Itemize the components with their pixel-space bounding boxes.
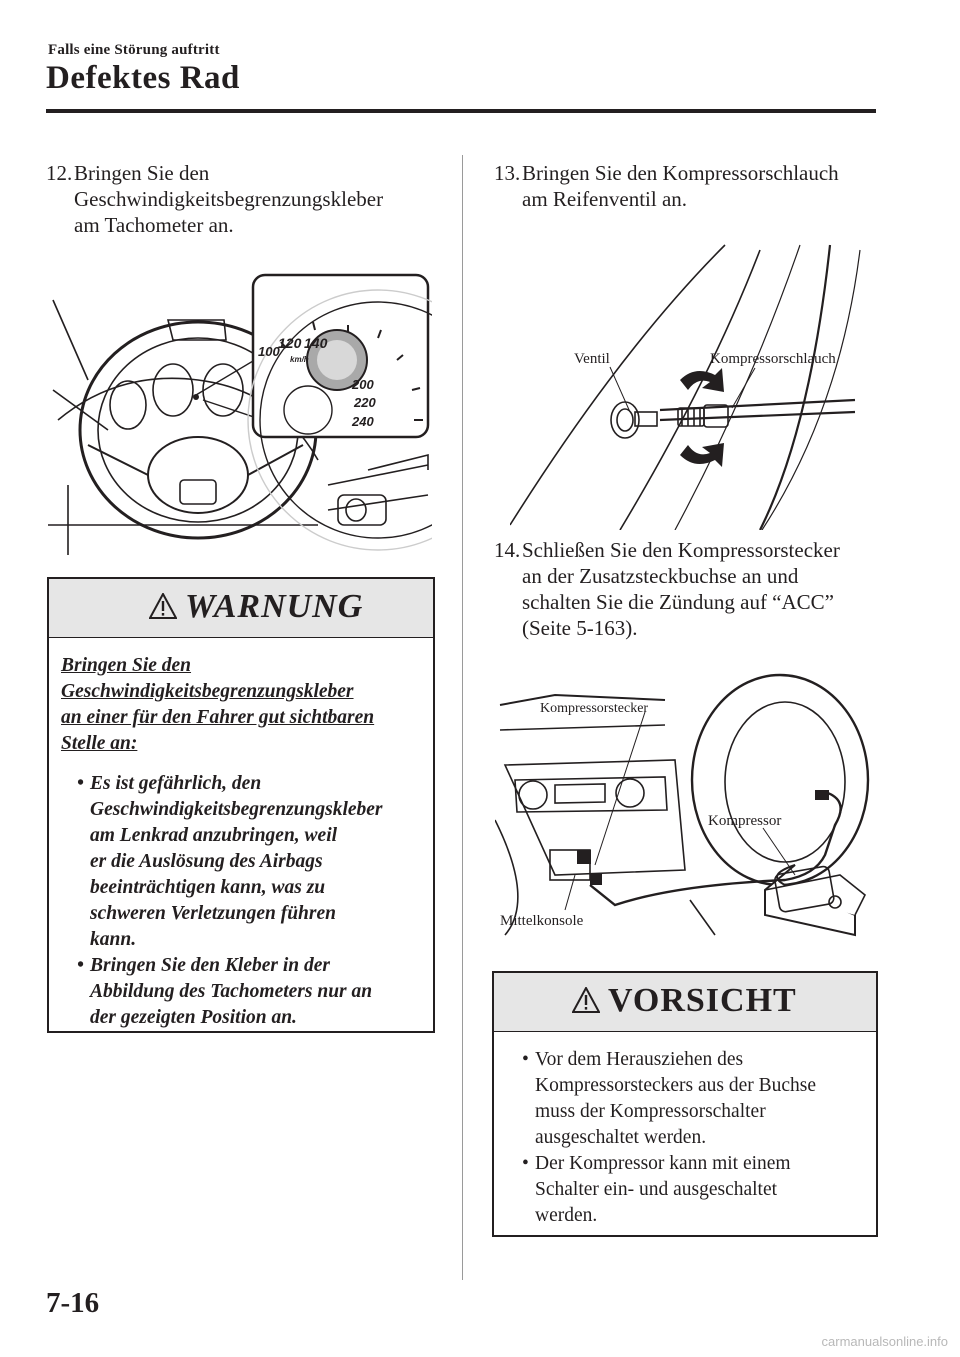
speedometer-illustration: 100 120 140 200 220 240 km/h: [48, 273, 432, 555]
step-line: (Seite 5-163).: [522, 616, 638, 640]
rotate-arrow-icon: [680, 368, 724, 467]
caution-box: VORSICHT • Vor dem Herausziehen des Komp…: [492, 971, 878, 1237]
warning-intro-line: Stelle an:: [61, 733, 138, 754]
step-line: schalten Sie die Zündung auf “ACC”: [522, 590, 835, 614]
tick-label: 100: [258, 344, 280, 359]
tick-label: 200: [351, 377, 374, 392]
section-label: Falls eine Störung auftritt: [48, 42, 220, 58]
bullet-glyph: •: [522, 1049, 529, 1070]
column-divider: [462, 155, 463, 1280]
caution-bullet-line: Der Kompressor kann mit einem: [535, 1153, 791, 1174]
warning-header: WARNUNG: [49, 579, 433, 638]
warning-title: WARNUNG: [185, 588, 364, 625]
warning-intro-line: Geschwindigkeitsbegrenzungskleber: [61, 681, 354, 702]
warning-bullet-line: am Lenkrad anzubringen, weil: [90, 825, 338, 846]
warning-bullet-line: kann.: [90, 929, 137, 950]
warning-intro-line: Bringen Sie den: [61, 655, 192, 676]
step-line: an der Zusatzsteckbuchse an und: [522, 564, 799, 588]
warning-box: WARNUNG Bringen Sie den Geschwindigkeits…: [47, 577, 435, 1033]
tick-label: 140: [304, 335, 328, 351]
step-14: 14. Schließen Sie den Kompressorstecker …: [494, 537, 914, 645]
warning-bullet-line: Bringen Sie den Kleber in der: [90, 955, 330, 976]
speed-unit: km/h: [290, 355, 309, 364]
watermark: carmanualsonline.info: [821, 1334, 948, 1349]
warning-intro: Bringen Sie den Geschwindigkeitsbegrenzu…: [61, 653, 374, 757]
compressor-illustration: Kompressorstecker Kompressor Mittelkonso…: [495, 673, 870, 937]
warning-bullet-line: Geschwindigkeitsbegrenzungskleber: [90, 799, 383, 820]
header-rule: [46, 109, 876, 113]
warning-bullet-line: Abbildung des Tachometers nur an: [90, 981, 373, 1002]
tick-label: 120: [278, 335, 302, 351]
warning-bullet-line: er die Auslösung des Airbags: [90, 851, 323, 872]
label-valve: Ventil: [574, 351, 610, 367]
caution-title: VORSICHT: [608, 982, 797, 1019]
step-line: Bringen Sie den Kompressorschlauch: [522, 161, 839, 185]
step-line: Bringen Sie den: [74, 161, 210, 185]
bullet-glyph: •: [522, 1153, 529, 1174]
step-13: 13. Bringen Sie den Kompressorschlauch a…: [494, 160, 894, 216]
step-number: 13.: [494, 161, 521, 185]
step-number: 12.: [46, 161, 73, 185]
label-plug: Kompressorstecker: [540, 701, 648, 716]
step-number: 14.: [494, 538, 521, 562]
warning-bullet-line: Es ist gefährlich, den: [90, 773, 262, 794]
tick-label: 220: [353, 395, 376, 410]
warning-bullet-line: schweren Verletzungen führen: [90, 903, 336, 924]
caution-bullet-line: werden.: [535, 1205, 598, 1226]
bullet-glyph: •: [77, 773, 84, 794]
caution-bullet-line: muss der Kompressorschalter: [535, 1101, 766, 1122]
step-line: am Tachometer an.: [74, 213, 234, 237]
page-number: 7-16: [46, 1287, 100, 1319]
warning-intro-line: an einer für den Fahrer gut sichtbaren: [61, 707, 375, 728]
label-console: Mittelkonsole: [500, 913, 584, 929]
caution-bullet-line: ausgeschaltet werden.: [535, 1127, 707, 1148]
caution-header: VORSICHT: [494, 973, 876, 1032]
step-line: Schließen Sie den Kompressorstecker: [522, 538, 840, 562]
caution-bullet-line: Kompressorsteckers aus der Buchse: [535, 1075, 817, 1096]
warning-triangle-icon: [149, 593, 177, 619]
bullet-glyph: •: [77, 955, 84, 976]
warning-bullet-line: beeinträchtigen kann, was zu: [90, 877, 326, 898]
valve-hose-illustration: Ventil Kompressorschlauch: [510, 244, 861, 530]
step-line: am Reifenventil an.: [522, 187, 688, 211]
caution-bullet-line: Vor dem Herausziehen des: [535, 1049, 744, 1070]
page-title: Defektes Rad: [46, 60, 240, 96]
label-compressor: Kompressor: [708, 813, 781, 829]
tick-label: 240: [351, 414, 374, 429]
warning-bullet-line: der gezeigten Position an.: [90, 1007, 297, 1028]
step-12: 12. Bringen Sie den Geschwindigkeitsbegr…: [46, 160, 446, 240]
label-hose: Kompressorschlauch: [710, 351, 836, 367]
warning-triangle-icon: [572, 987, 600, 1013]
step-line: Geschwindigkeitsbegrenzungskleber: [74, 187, 384, 211]
caution-bullet-line: Schalter ein- und ausgeschaltet: [535, 1179, 778, 1200]
